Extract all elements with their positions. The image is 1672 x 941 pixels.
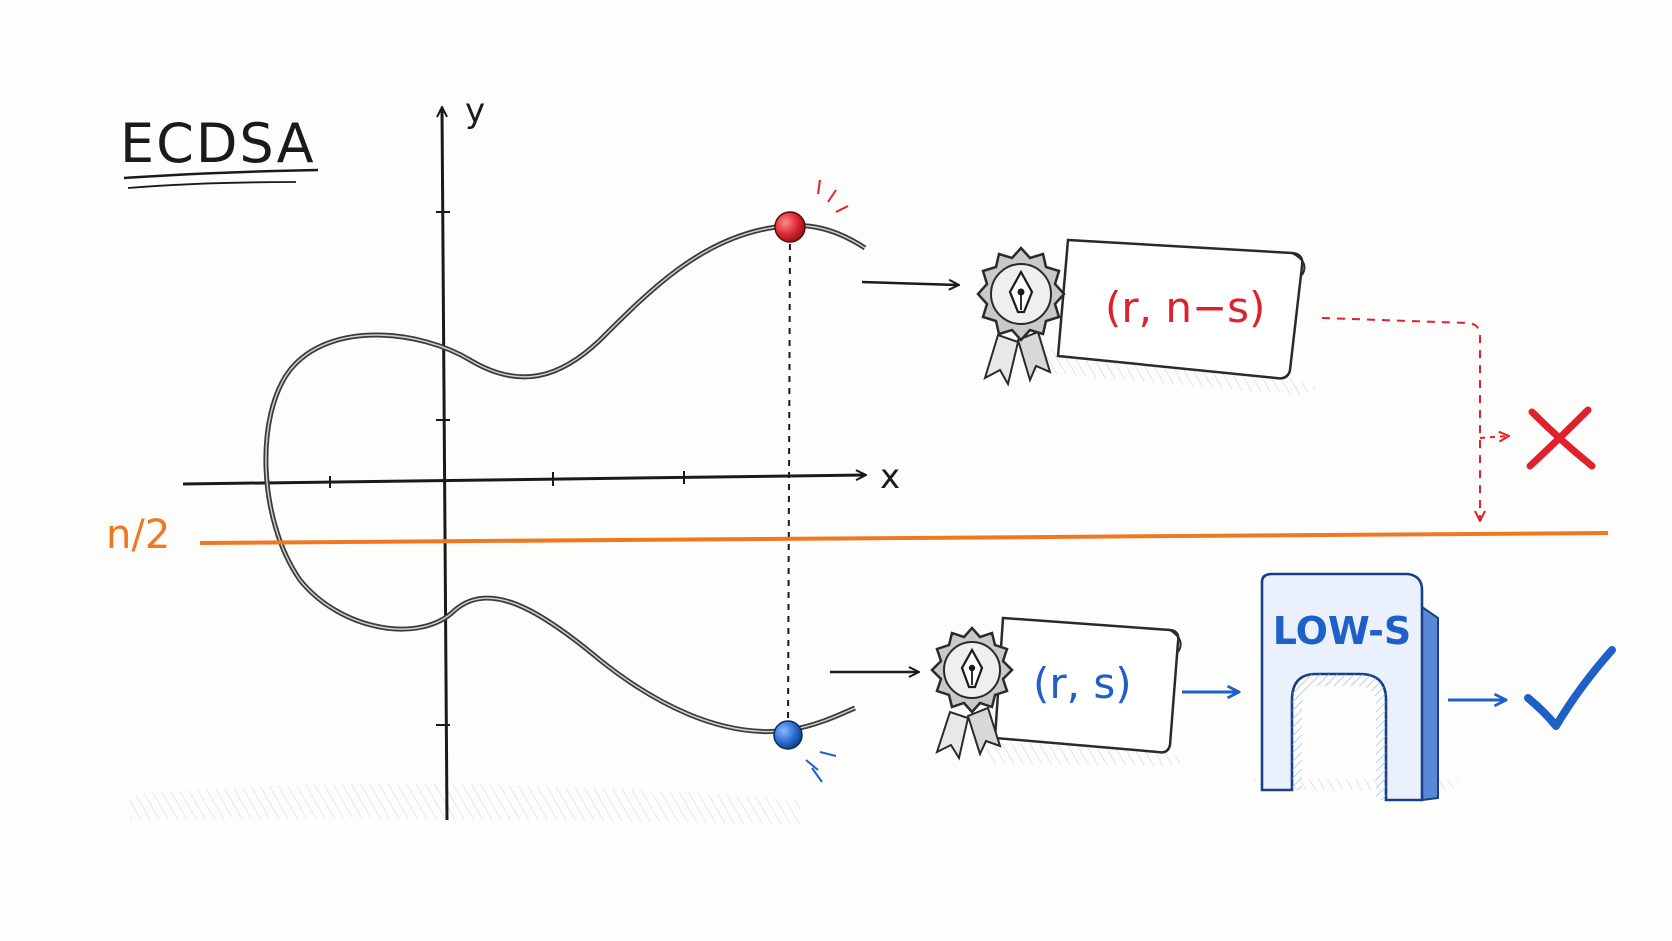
x-axis-label: x xyxy=(880,457,900,497)
pen-nib-icon xyxy=(1008,269,1034,314)
rejection-path xyxy=(1321,317,1596,520)
x-axis xyxy=(182,475,865,486)
rejected-signature-card: (r, n−s) xyxy=(976,238,1320,395)
coordinate-axes: x y xyxy=(182,91,900,821)
gate-side xyxy=(1421,605,1439,802)
checkmark-icon xyxy=(1524,646,1616,730)
pen-nib-icon xyxy=(960,647,984,689)
highlight-spark xyxy=(817,179,821,195)
arrow-icon xyxy=(861,282,958,285)
highlight-spark xyxy=(811,767,823,783)
highlight-spark xyxy=(819,751,837,757)
highlight-spark xyxy=(835,205,849,213)
accepted-signature-label: (r, s) xyxy=(1033,659,1132,708)
seal-badge-icon xyxy=(976,246,1066,387)
gate-inner-shade xyxy=(1292,674,1386,800)
accepted-signature-card: (r, s) xyxy=(930,616,1190,766)
signature-paper xyxy=(1056,238,1304,380)
diagram-title: ECDSA xyxy=(120,112,316,175)
title-underline-2 xyxy=(127,181,297,189)
elliptic-curve xyxy=(263,222,867,734)
low-s-gate: LOW-S xyxy=(1248,572,1460,802)
signature-paper xyxy=(993,616,1180,754)
highlight-spark xyxy=(827,189,837,203)
cross-icon xyxy=(1526,406,1596,470)
gate-label: LOW-S xyxy=(1273,609,1412,653)
highlight-spark xyxy=(805,759,819,771)
title-group: ECDSA xyxy=(120,112,319,189)
paper-curl xyxy=(1291,252,1306,276)
y-axis xyxy=(442,108,449,821)
high-s-point xyxy=(774,179,849,243)
paper-curl xyxy=(1169,629,1182,653)
y-axis-label: y xyxy=(465,91,485,131)
threshold-label: n/2 xyxy=(106,512,170,558)
threshold-line xyxy=(199,531,1609,545)
gate-front xyxy=(1260,572,1424,802)
card-shadow xyxy=(975,742,1190,766)
title-underline xyxy=(123,168,319,180)
ground-shadow xyxy=(130,783,800,825)
seal-badge-icon xyxy=(930,626,1014,761)
low-s-point xyxy=(773,720,837,783)
reflection-dashed-line xyxy=(787,231,791,729)
rejected-signature-label: (r, n−s) xyxy=(1105,283,1265,332)
half-order-threshold: n/2 xyxy=(106,512,1609,558)
